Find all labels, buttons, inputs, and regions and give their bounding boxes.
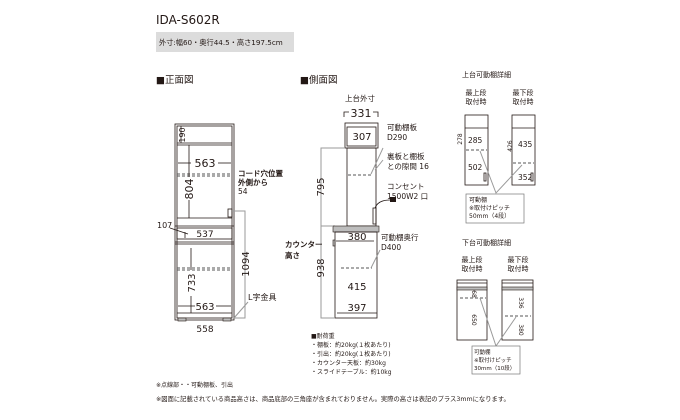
label-lower-detail-dims-right-top: 336 [517, 297, 524, 309]
label-upper-detail-callout-2: 50mm（4段） [469, 212, 510, 220]
label-lower-detail-bottom-pos-0: 最下段 [508, 255, 529, 264]
label-lower-detail-callout-2: 30mm（10段） [474, 364, 515, 372]
label-side-view-labels-shelf-0: 可動棚板 [387, 122, 417, 132]
label-lower-detail-dims-left-top: 68 [470, 290, 477, 298]
label-side-view-counter-height-label-1: 高さ [285, 250, 300, 260]
label-front-view-cord-hole-label-0: コード穴位置 [238, 168, 283, 178]
label-upper-detail-dims-left-bottom: 502 [468, 163, 483, 172]
label-upper-detail-dims-right-top: 435 [518, 140, 533, 149]
footnote-2: ※図面に記載されている商品高さは、商品底部の三角座が含まれておりません。実際の高… [156, 394, 510, 403]
label-load-capacity-title: ■耐荷重 [311, 332, 335, 340]
label-front-view-dims-outer-width: 558 [196, 325, 213, 335]
label-lower-detail-bottom-pos-1: 取付時 [508, 264, 529, 273]
side-view-heading: ■側面図 [300, 74, 337, 86]
label-side-view-labels-outlet-1: 1500W2 口 [387, 192, 428, 201]
bracket-label: L字金具 [248, 292, 276, 302]
label-upper-detail-dims-left-top: 285 [468, 136, 483, 145]
summary-box [156, 32, 294, 52]
label-front-view-dims-inner-width-lower: 563 [195, 302, 214, 313]
label-side-view-dims-counter-height: 938 [316, 258, 327, 277]
label-upper-detail-top-pos-1: 取付時 [466, 97, 487, 106]
front-view: 190 563 804 コード穴位置 外側から 54 107 537 1094 … [157, 123, 283, 335]
label-front-view-dims-lower-height: 733 [187, 273, 198, 292]
label-front-view-dims-upper-height: 804 [183, 179, 196, 200]
dimensions-summary: 外寸:幅60・奥行44.5・高さ197.5cm [159, 38, 283, 47]
label-lower-detail-dims-right-bottom: 380 [517, 324, 524, 336]
label-side-view-top-outer-label: 上台外寸 [345, 93, 375, 103]
label-front-view-dims-outlet-height: 1094 [241, 251, 252, 276]
label-front-view-dims-drawer-width: 537 [196, 230, 213, 240]
lower-shelf-detail: 下台可動棚詳細 最上段 取付時 最下段 取付時 68 650 336 380 可… [456, 238, 534, 375]
label-side-view-labels-gap-0: 裏板と棚板 [387, 151, 425, 161]
label-side-view-labels-lower-shelf-1: D400 [381, 243, 401, 252]
label-load-capacity-items-3: ・スライドテーブル：約10kg [311, 368, 392, 376]
label-front-view-dims-counter-thickness: 107 [157, 221, 172, 230]
label-load-capacity-items-0: ・棚板：約20kg(１枚あたり) [311, 341, 391, 349]
label-upper-detail-bottom-pos-0: 最下段 [513, 88, 534, 97]
label-front-view-cord-hole-label-1: 外側から [238, 177, 268, 187]
label-side-view-counter-height-label-0: カウンター [285, 239, 323, 249]
label-lower-detail-top-pos-0: 最上段 [462, 255, 483, 264]
label-lower-detail-top-pos-1: 取付時 [462, 264, 483, 273]
label-upper-detail-dims-right-overall: 426 [507, 140, 514, 152]
label-front-view-cord-hole-label-2: 54 [238, 187, 248, 196]
label-upper-detail-dims-right-bottom: 352 [518, 173, 533, 182]
product-code: IDA-S602R [156, 13, 220, 27]
label-load-capacity-items-2: ・カウンター天板：約30kg [311, 359, 386, 367]
label-upper-detail-callout-1: ※取付けピッチ [469, 204, 510, 212]
label-front-view-dims-top-section: 190 [178, 127, 187, 142]
label-side-view-labels-lower-shelf-0: 可動棚奥行 [381, 232, 419, 242]
label-side-view-labels-outlet-0: コンセント [387, 182, 425, 191]
label-side-view-dims-upper-height: 795 [316, 177, 327, 196]
label-load-capacity-items-1: ・引出：約20kg(１枚あたり) [311, 350, 391, 358]
label-lower-detail-dims-left-bottom: 650 [470, 314, 477, 326]
label-upper-detail-dims-left-overall: 278 [457, 133, 464, 145]
label-lower-detail-callout-1: ※取付けピッチ [474, 356, 512, 364]
label-side-view-dims-lower-bottom: 397 [347, 303, 366, 314]
upper-shelf-detail: 上台可動棚詳細 最上段 取付時 最下段 取付時 285 502 278 435 … [457, 70, 536, 224]
load-capacity: ■耐荷重 ・棚板：約20kg(１枚あたり) ・引出：約20kg(１枚あたり) ・… [311, 332, 392, 376]
label-upper-detail-callout-0: 可動棚 [469, 196, 487, 204]
label-side-view-dims-top-outer: 331 [351, 107, 372, 120]
footnote-1: ※点線部・・可動棚板、引出 [156, 381, 233, 389]
label-upper-detail-title: 上台可動棚詳細 [462, 70, 511, 79]
front-view-heading: ■正面図 [156, 75, 193, 86]
label-side-view-dims-drawer-depth: 380 [347, 232, 366, 243]
label-side-view-dims-top-inner: 307 [352, 132, 371, 143]
side-view: 上台外寸 331 307 795 380 415 397 938 カウンター 高… [285, 93, 429, 319]
label-side-view-labels-gap-1: との隙間 16 [387, 162, 429, 171]
label-upper-detail-top-pos-0: 最上段 [466, 88, 487, 97]
dim-563-upper: 563 [195, 157, 216, 170]
label-lower-detail-callout-0: 可動棚 [474, 348, 491, 356]
label-lower-detail-title: 下台可動棚詳細 [462, 238, 511, 247]
label-side-view-dims-lower-inner: 415 [347, 282, 366, 293]
label-side-view-labels-shelf-1: D290 [387, 133, 407, 142]
label-upper-detail-bottom-pos-1: 取付時 [513, 97, 534, 106]
